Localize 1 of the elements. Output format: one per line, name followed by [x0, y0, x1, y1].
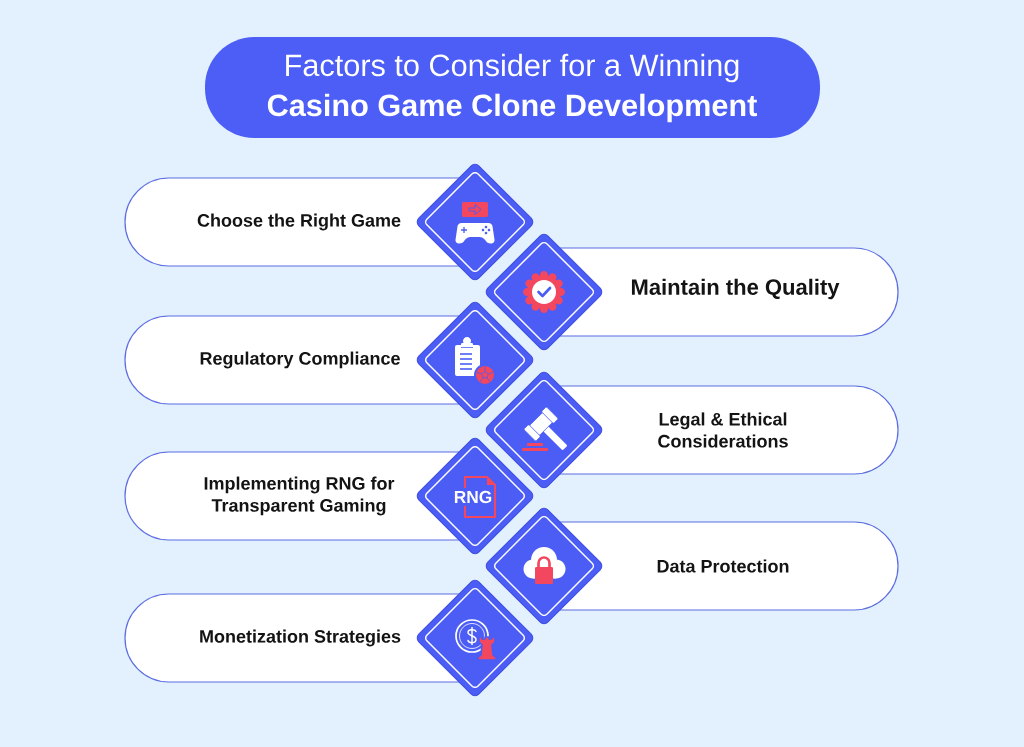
title-banner: Factors to Consider for a Winning Casino Game Clone Development [205, 37, 820, 138]
